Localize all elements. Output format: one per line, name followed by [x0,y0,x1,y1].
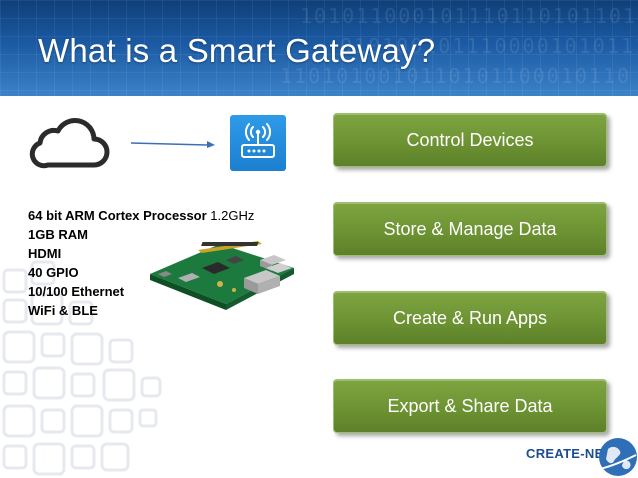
banner-binary-text: 1101010010110101100010110 [280,64,632,88]
spec-label: 64 bit ARM Cortex Processor [28,208,207,223]
create-net-logo: CREATE-NET [522,433,638,478]
spec-line: 1GB RAM [28,225,254,244]
spec-label: 40 GPIO [28,265,79,280]
spec-label: WiFi & BLE [28,303,98,318]
export-share-data-button[interactable]: Export & Share Data [333,379,607,433]
raspberry-pi-board [150,241,294,310]
hardware-specs-list: 64 bit ARM Cortex Processor 1.2GHz 1GB R… [28,206,254,320]
spec-label: 10/100 Ethernet [28,284,125,299]
slide-title: What is a Smart Gateway? [38,32,436,69]
spec-line: WiFi & BLE [28,301,254,320]
control-devices-button[interactable]: Control Devices [333,113,607,167]
logo-text: CREATE-NET [526,446,612,461]
spec-label: 1GB RAM [28,227,88,242]
spec-line: 40 GPIO [28,263,254,282]
banner-grid-pattern [0,0,638,96]
title-banner: 1010110001011101101011010 01010010111000… [0,0,638,96]
banner-binary-text: 1010110001011101101011010 [300,4,638,28]
banner-binary-text: 0101001011100001010111100 [340,34,638,58]
arrow-icon [131,141,215,148]
globe-icon [599,438,637,476]
create-run-apps-button[interactable]: Create & Run Apps [333,291,607,345]
store-manage-data-button[interactable]: Store & Manage Data [333,202,607,256]
spec-line: 64 bit ARM Cortex Processor 1.2GHz [28,206,254,225]
decorative-squares [2,260,162,476]
spec-value: 1.2GHz [206,208,255,223]
wifi-router-icon [230,115,286,171]
spec-line: 10/100 Ethernet [28,282,254,301]
spec-label: HDMI [28,246,62,261]
cloud-icon [29,117,110,169]
spec-line: HDMI [28,244,254,263]
